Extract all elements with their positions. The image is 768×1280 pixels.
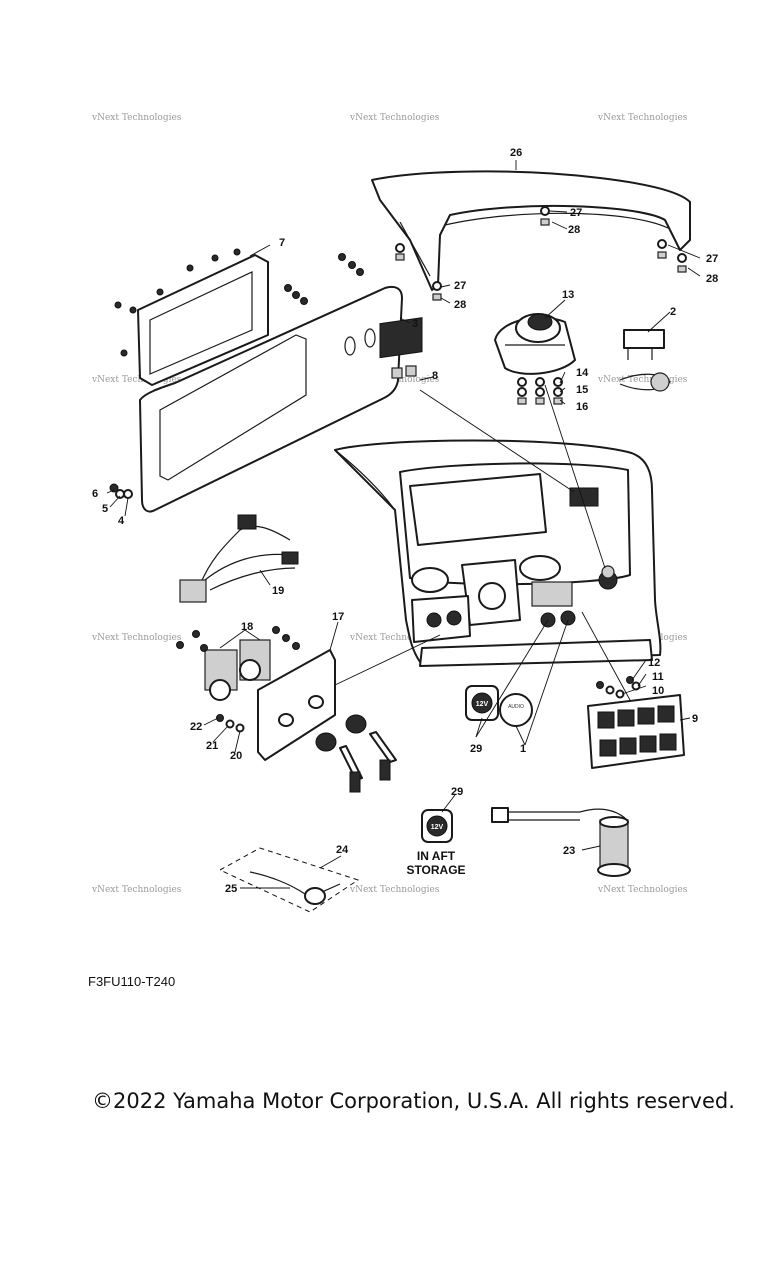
callout-28-c: 28 [454,299,466,311]
part-3-dash-panel [139,253,403,513]
callout-14: 14 [576,367,589,379]
watermark-7: vNext Technologies [91,633,182,643]
watermark-6: vNext Technologies [597,375,688,385]
part-1-audio-input: AUDIO [499,693,533,727]
callout-labels: 26 27 28 27 28 27 28 7 3 13 2 8 14 15 16… [92,147,718,895]
part-23-connector [491,807,631,877]
outlet-label: 12V [476,701,489,708]
watermark-12: vNext Technologies [597,885,688,895]
part-8-switch-module [379,317,423,379]
hardware-4-6 [109,483,133,499]
part-29-12v-outlet: 12V [465,685,499,721]
callout-1: 1 [520,743,526,755]
audio-label: AUDIO [508,704,524,710]
part-9-switch-panel [587,694,685,769]
note-storage: STORAGE [406,863,465,877]
callout-27-c: 27 [454,280,466,292]
watermark-8: vNext Technologies [349,633,440,643]
part-29-outlet-aft-storage: 12V IN AFT STORAGE [406,809,466,877]
hardware-10-12 [596,676,641,699]
watermark-3: vNext Technologies [597,113,688,123]
part-26-visor [371,170,691,291]
callout-29-b: 29 [451,786,463,798]
figure-code: F3FU110-T240 [88,974,175,989]
callout-7: 7 [279,237,285,249]
callout-25: 25 [225,883,237,895]
callout-17: 17 [332,611,344,623]
hardware-27-28 [395,206,687,301]
part-19-wire-harness [179,514,299,603]
callout-20: 20 [230,750,242,762]
outlet-aft-label: 12V [431,824,444,831]
part-13-control-knob [494,313,576,375]
callout-13: 13 [562,289,574,301]
hardware-14-16 [517,377,563,405]
callout-6: 6 [92,488,98,500]
callout-3: 3 [412,318,418,330]
watermark-4: vNext Technologies [91,375,182,385]
watermarks: vNext Technologies vNext Technologies vN… [91,113,688,895]
part-18-switches [176,626,300,701]
callout-5: 5 [102,503,108,515]
callout-9: 9 [692,713,698,725]
watermark-2: vNext Technologies [349,113,440,123]
callout-15: 15 [576,384,588,396]
callout-27-b: 27 [706,253,718,265]
callout-12: 12 [648,657,660,669]
copyright-notice: ©2022 Yamaha Motor Corporation, U.S.A. A… [92,1089,735,1113]
callout-18: 18 [241,621,253,633]
part-24-25-kit [218,847,360,913]
callout-29-a: 29 [470,743,482,755]
callout-2: 2 [670,306,676,318]
callout-11: 11 [652,671,664,683]
watermark-10: vNext Technologies [91,885,182,895]
callout-24: 24 [336,844,349,856]
leader-lines [106,160,701,889]
callout-8: 8 [432,370,438,382]
callout-27-a: 27 [570,207,582,219]
callout-26: 26 [510,147,522,159]
callout-21: 21 [206,740,218,752]
callout-19: 19 [272,585,284,597]
note-in-aft: IN AFT [417,849,456,863]
callout-16: 16 [576,401,588,413]
part-17-switch-plate [257,649,397,793]
main-console [334,439,662,667]
callout-28-b: 28 [706,273,718,285]
part-7-display-frame [114,248,269,386]
hardware-20-22 [216,714,245,733]
callout-10: 10 [652,685,664,697]
callout-22: 22 [190,721,202,733]
callout-28-a: 28 [568,224,580,236]
watermark-11: vNext Technologies [349,885,440,895]
part-2-bracket [619,329,671,392]
callout-23: 23 [563,845,575,857]
callout-4: 4 [118,515,125,527]
watermark-1: vNext Technologies [91,113,182,123]
